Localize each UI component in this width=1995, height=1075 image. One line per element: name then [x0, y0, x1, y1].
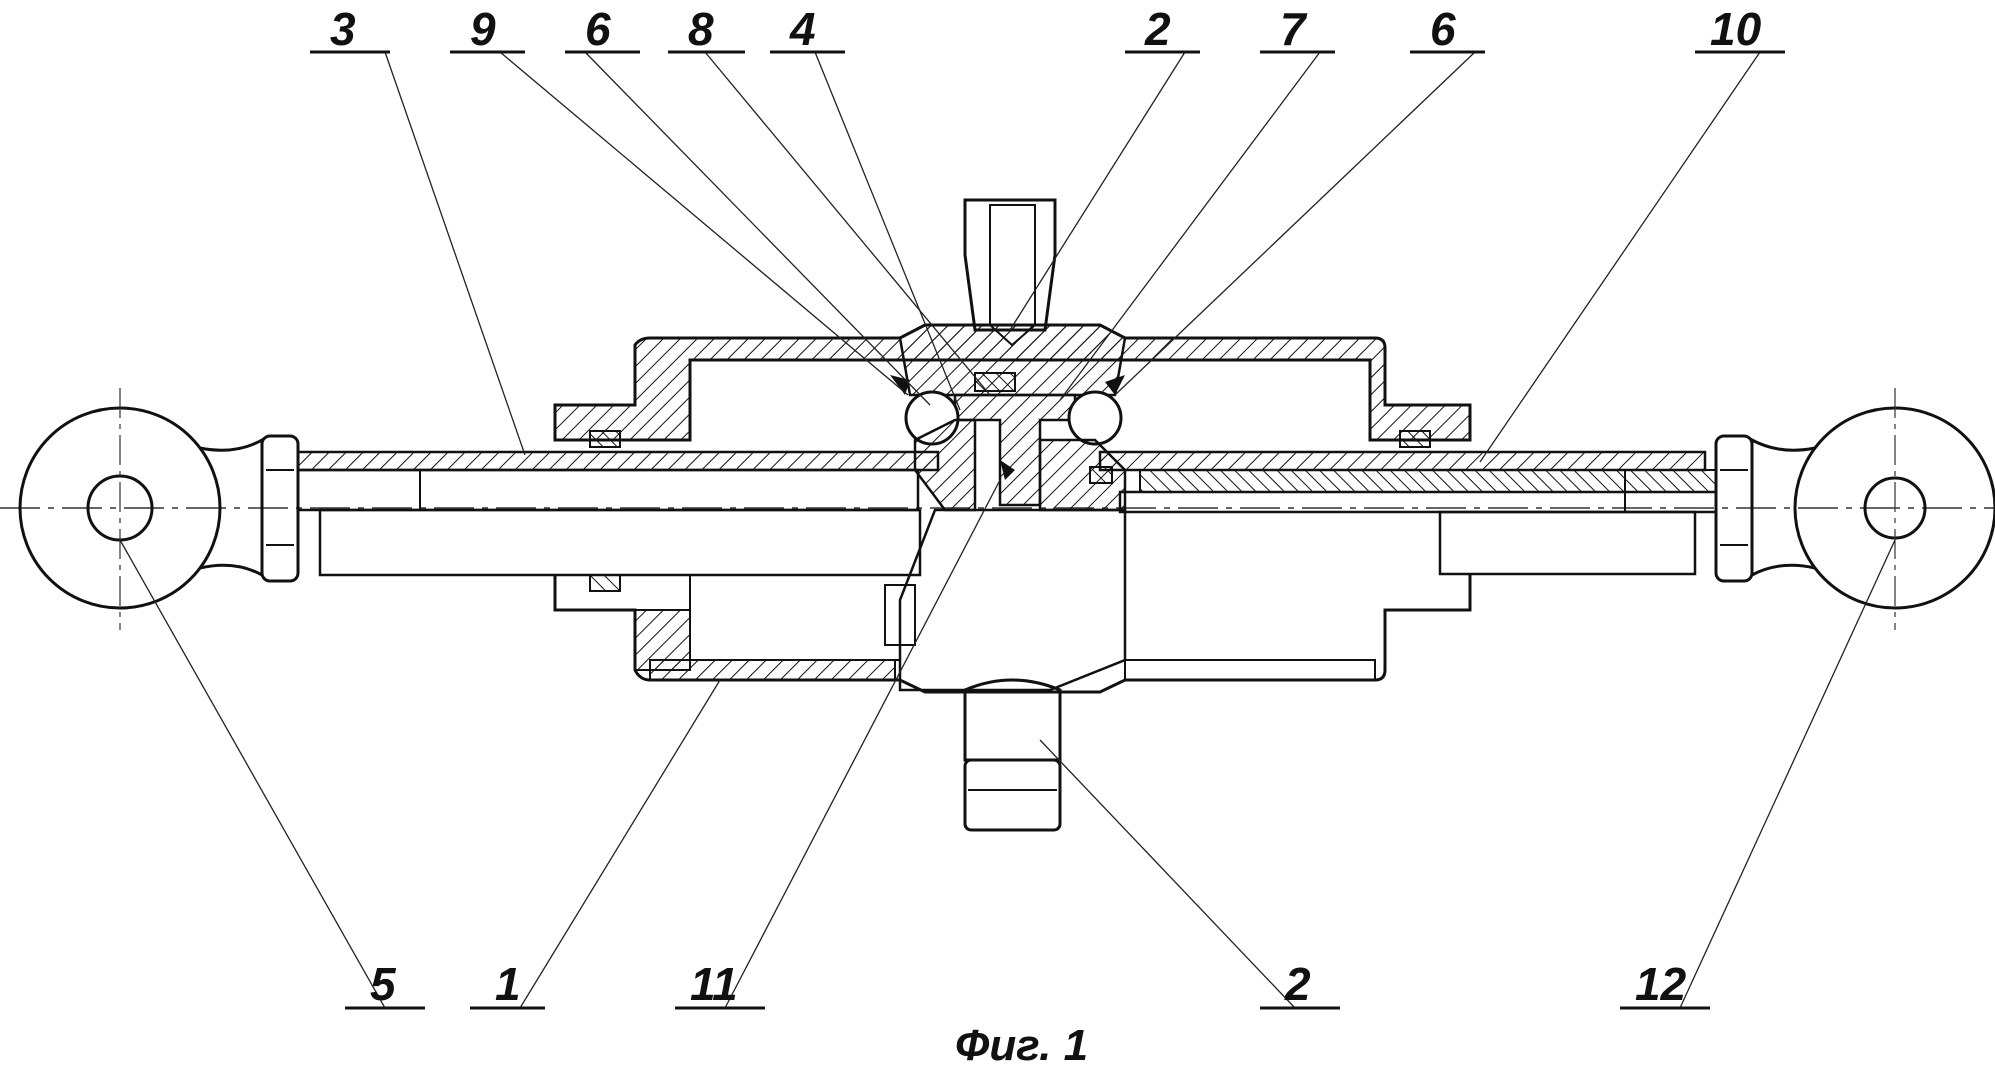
callout-3: 3	[330, 3, 356, 55]
callout-10: 10	[1710, 3, 1762, 55]
callout-6-left: 6	[585, 3, 611, 55]
callout-2-bottom: 2	[1284, 958, 1311, 1010]
callout-12: 12	[1635, 958, 1687, 1010]
left-rod	[298, 452, 938, 575]
right-rod-end-eye	[1716, 388, 1995, 630]
callout-6-right: 6	[1430, 3, 1456, 55]
callout-11: 11	[690, 958, 738, 1010]
callout-1: 1	[495, 958, 521, 1010]
left-rod-end-eye	[20, 388, 298, 630]
callout-4: 4	[789, 3, 816, 55]
callout-2-top: 2	[1144, 3, 1171, 55]
callout-9: 9	[470, 3, 496, 55]
ball-right	[1069, 392, 1121, 444]
callout-5: 5	[370, 958, 397, 1010]
callout-7: 7	[1280, 3, 1308, 55]
right-rod	[1100, 452, 1716, 574]
leader-lines	[120, 52, 1895, 1008]
callout-8: 8	[688, 3, 714, 55]
figure-caption: Фиг. 1	[955, 1021, 1088, 1070]
callouts-bottom: 5 1 11 2 12	[345, 958, 1710, 1010]
callouts-top: 3 9 6 8 4 2 7 6 10	[310, 3, 1785, 55]
